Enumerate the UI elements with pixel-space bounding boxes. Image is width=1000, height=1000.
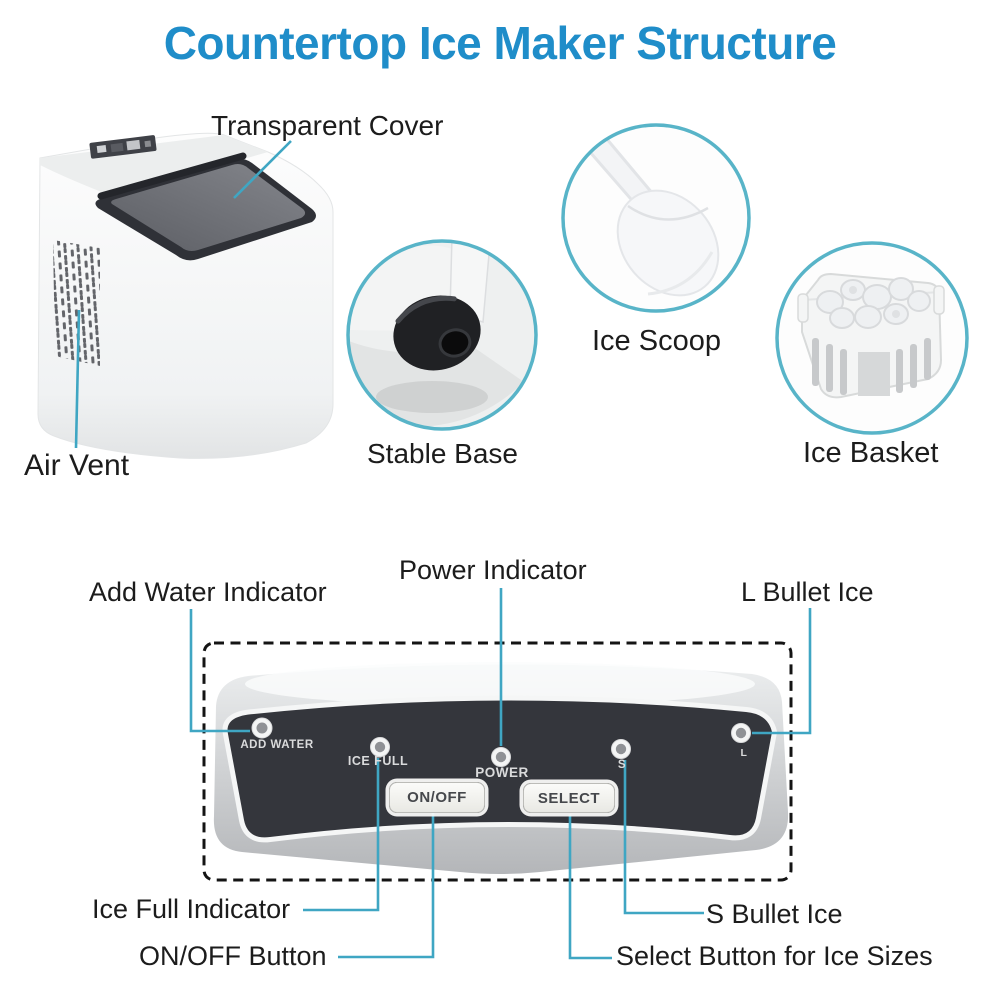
- panel-dark-face: [222, 695, 777, 843]
- label-s-bullet-ice: S Bullet Ice: [706, 899, 843, 929]
- line-ice-full: [303, 758, 380, 912]
- line-transparent-cover: [233, 140, 292, 199]
- print-ice-full: ICE FULL: [347, 754, 409, 768]
- label-air-vent: Air Vent: [24, 449, 130, 482]
- top-control-strip: [89, 135, 157, 159]
- on-off-device-button: ON/OFF: [389, 782, 485, 813]
- ice-scoop-inset: [561, 123, 751, 313]
- s-led: [611, 739, 631, 759]
- ice-scoop-part: [588, 136, 720, 297]
- line-select: [568, 814, 612, 960]
- callout-lines: [74, 140, 812, 960]
- select-device-button: SELECT: [523, 783, 615, 813]
- page-title: Countertop Ice Maker Structure: [163, 17, 837, 69]
- print-l: L: [740, 747, 748, 759]
- indicator-leds: [251, 717, 751, 767]
- transparent-cover-part: [95, 152, 316, 261]
- label-transparent-cover: Transparent Cover: [211, 110, 444, 141]
- line-air-vent: [74, 309, 81, 449]
- ice-full-led: [370, 737, 390, 757]
- l-led: [731, 723, 751, 743]
- control-panel-photo: [213, 662, 789, 874]
- label-stable-base: Stable Base: [367, 438, 518, 469]
- ice-maker-illustration: [37, 132, 334, 459]
- print-add-water: ADD WATER: [240, 739, 314, 751]
- print-s: S: [617, 759, 627, 771]
- ice-basket-inset: [775, 241, 969, 435]
- label-ice-basket: Ice Basket: [803, 437, 939, 469]
- power-led: [491, 747, 511, 767]
- dashed-focus-border: [202, 641, 793, 882]
- line-add-water: [189, 609, 250, 733]
- print-power: POWER: [475, 765, 529, 780]
- label-ice-scoop: Ice Scoop: [592, 325, 721, 357]
- rubber-foot: [393, 295, 481, 371]
- label-power-indicator: Power Indicator: [399, 555, 587, 585]
- add-water-led: [251, 717, 273, 739]
- stable-base-inset: [346, 239, 538, 431]
- label-l-bullet-ice: L Bullet Ice: [741, 577, 874, 607]
- label-add-water-indicator: Add Water Indicator: [89, 577, 327, 607]
- line-s-bullet: [623, 760, 704, 915]
- label-select-button: Select Button for Ice Sizes: [616, 941, 933, 971]
- line-l-bullet: [752, 608, 812, 735]
- label-on-off-button: ON/OFF Button: [139, 941, 327, 971]
- ice-basket-part: [797, 272, 945, 399]
- label-ice-full-indicator: Ice Full Indicator: [92, 894, 291, 924]
- air-vent-part: [53, 240, 100, 366]
- line-on-off: [338, 813, 435, 959]
